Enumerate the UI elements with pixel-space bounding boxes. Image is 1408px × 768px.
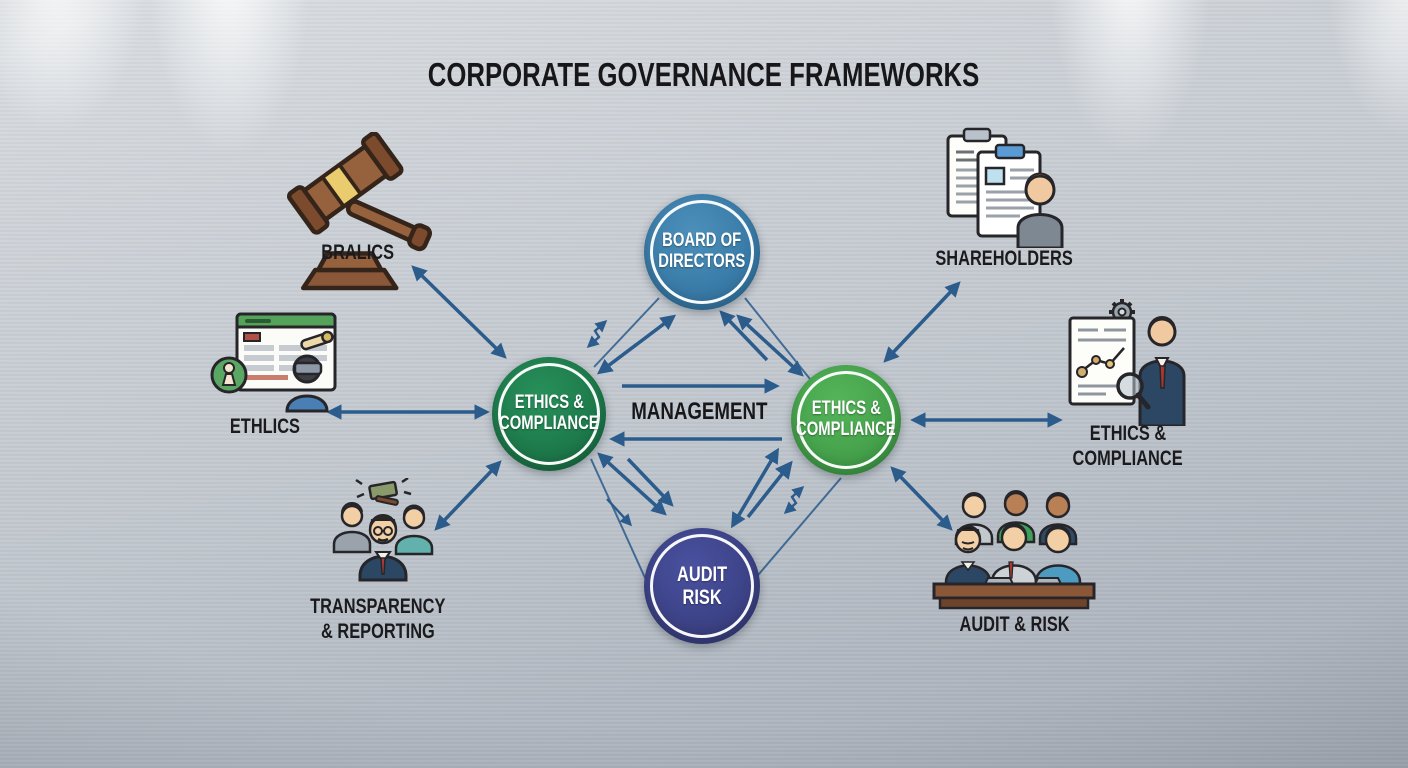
document-review-icon bbox=[1068, 299, 1186, 426]
node-label-line: DIRECTORS bbox=[658, 251, 746, 272]
node-ring bbox=[797, 371, 895, 469]
relationship-arrows bbox=[326, 265, 1063, 531]
node-label-line: AUDIT bbox=[676, 562, 728, 586]
node-label-line: ETHICS & bbox=[514, 392, 584, 414]
arrow-board-ethicsright bbox=[736, 314, 804, 377]
arrow-board-ethicsleft bbox=[596, 314, 677, 375]
arrow-ethicsleft-audit bbox=[597, 452, 667, 516]
node-ethics-compliance-right: ETHICS & COMPLIANCE bbox=[791, 365, 901, 475]
node-ring bbox=[650, 534, 754, 638]
people-gavel-icon bbox=[332, 478, 434, 582]
label-legal: BRALICS bbox=[321, 241, 395, 264]
arrow-ethicsright-auditrisk bbox=[890, 466, 953, 531]
node-label-line: COMPLIANCE bbox=[499, 413, 599, 434]
node-ring bbox=[498, 363, 600, 465]
gavel-icon bbox=[286, 132, 432, 291]
small-arrows bbox=[586, 319, 805, 527]
node-audit-risk: AUDIT RISK bbox=[644, 528, 760, 644]
arrow-ethicsleft-transparency bbox=[434, 460, 502, 531]
page-title-text: CORPORATE GOVERNANCE FRAMEWORKS bbox=[428, 56, 980, 93]
node-board-of-directors: BOARD OF DIRECTORS bbox=[644, 194, 760, 310]
node-ethics-compliance-left: ETHICS & COMPLIANCE bbox=[492, 357, 606, 471]
clipboards-person-icon bbox=[946, 127, 1064, 248]
label-audit-risk: AUDIT & RISK bbox=[959, 613, 1071, 636]
ethics-monitor-icon bbox=[210, 312, 337, 413]
label-ethics: ETHLICS bbox=[229, 415, 301, 438]
label-transparency-reporting: TRANSPARENCY & REPORTING bbox=[310, 595, 446, 644]
node-label-line: COMPLIANCE bbox=[796, 419, 896, 440]
label-ethics-compliance: ETHICS & COMPLIANCE bbox=[1072, 422, 1184, 471]
arrow-ethicsright-shareholders bbox=[883, 281, 961, 363]
node-label-line: ETHICS & bbox=[811, 398, 881, 420]
management-label: MANAGEMENT bbox=[631, 398, 768, 425]
board-meeting-icon bbox=[932, 490, 1096, 610]
arrow-to-board bbox=[719, 310, 769, 362]
arrow-to-audit-left bbox=[626, 457, 674, 507]
page-title: CORPORATE GOVERNANCE FRAMEWORKS bbox=[0, 56, 1408, 94]
node-ring bbox=[650, 200, 754, 304]
label-shareholders: SHAREHOLDERS bbox=[935, 247, 1073, 270]
arrow-to-ethicsright bbox=[746, 460, 793, 519]
node-label-line: RISK bbox=[682, 586, 722, 609]
arrow-ethicsright-audit bbox=[731, 447, 779, 529]
arrow-ethicsleft-legal bbox=[411, 265, 507, 359]
node-label-line: BOARD OF bbox=[662, 230, 742, 252]
